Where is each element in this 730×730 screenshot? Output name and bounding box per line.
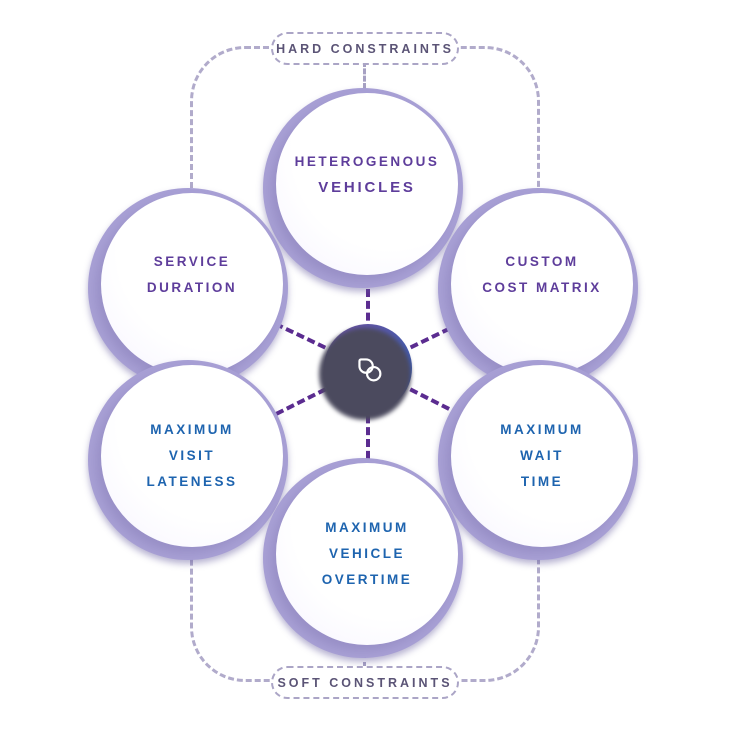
bubble-face: MAXIMUM VEHICLE OVERTIME <box>276 463 458 645</box>
node-label-line: MAXIMUM <box>150 422 234 437</box>
node-label-line: VISIT <box>168 448 216 463</box>
bubble-face: SERVICE DURATION <box>101 193 283 375</box>
node-custom-cost-matrix: CUSTOM COST MATRIX <box>438 188 638 388</box>
bubble-face: HETEROGENOUS VEHICLES <box>276 93 458 275</box>
node-maximum-vehicle-overtime: MAXIMUM VEHICLE OVERTIME <box>263 458 463 658</box>
node-label-line: WAIT <box>520 448 564 463</box>
hard-constraints-label: HARD CONSTRAINTS <box>276 41 454 56</box>
node-label-line: MAXIMUM <box>500 422 584 437</box>
node-label: HETEROGENOUS VEHICLES <box>295 149 440 201</box>
node-service-duration: SERVICE DURATION <box>88 188 288 388</box>
node-label-line: DURATION <box>146 280 238 295</box>
node-label-line: MAXIMUM <box>325 520 409 535</box>
node-label-line: VEHICLES <box>318 179 416 196</box>
node-label-line: LATENESS <box>146 474 238 489</box>
node-heterogenous-vehicles: HETEROGENOUS VEHICLES <box>263 88 463 288</box>
node-label-line: COST MATRIX <box>482 280 602 295</box>
node-label-line: TIME <box>520 474 564 489</box>
hard-constraints-pill: HARD CONSTRAINTS <box>271 32 459 65</box>
bubble-face: MAXIMUM WAIT TIME <box>451 365 633 547</box>
bubble-face: MAXIMUM VISIT LATENESS <box>101 365 283 547</box>
bubble-face: CUSTOM COST MATRIX <box>451 193 633 375</box>
node-label-line: OVERTIME <box>321 572 413 587</box>
central-hub <box>324 324 412 412</box>
node-maximum-visit-lateness: MAXIMUM VISIT LATENESS <box>88 360 288 560</box>
node-label-line: HETEROGENOUS <box>294 154 440 169</box>
node-label: MAXIMUM VISIT LATENESS <box>146 417 237 495</box>
node-label-line: CUSTOM <box>505 254 579 269</box>
node-maximum-wait-time: MAXIMUM WAIT TIME <box>438 360 638 560</box>
soft-constraints-pill: SOFT CONSTRAINTS <box>271 666 459 699</box>
infinity-chain-logo-icon <box>358 358 382 382</box>
soft-constraints-label: SOFT CONSTRAINTS <box>277 675 453 690</box>
node-label-line: VEHICLE <box>328 546 405 561</box>
node-label: MAXIMUM VEHICLE OVERTIME <box>322 515 413 593</box>
top-connector-dash <box>363 61 366 89</box>
node-label: MAXIMUM WAIT TIME <box>500 417 584 495</box>
node-label: SERVICE DURATION <box>147 249 237 301</box>
node-label: CUSTOM COST MATRIX <box>482 249 602 301</box>
node-label-line: SERVICE <box>153 254 231 269</box>
